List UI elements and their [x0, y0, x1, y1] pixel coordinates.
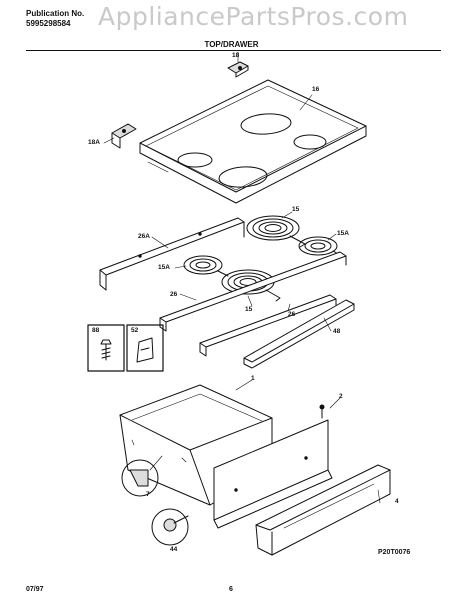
leader-lines	[103, 51, 381, 504]
front-trim-strip	[243, 299, 355, 369]
callout-26-left: 26	[170, 291, 178, 298]
burner-element-small-left	[183, 255, 229, 277]
inset-box-clip	[126, 324, 164, 372]
callout-15-rear: 15	[292, 206, 300, 213]
figure-reference: P20T0076	[378, 549, 411, 556]
callout-18a: 18A	[88, 139, 100, 146]
callout-7: 7	[146, 491, 150, 498]
callout-44: 44	[170, 546, 178, 553]
callout-1: 1	[251, 375, 255, 382]
callout-48: 48	[333, 328, 341, 335]
publication-number: 5995298584	[26, 19, 71, 28]
callout-4: 4	[395, 498, 399, 505]
callout-15-front: 15	[245, 306, 253, 313]
drawer-outer-panel	[255, 464, 391, 556]
callout-15a-left: 15A	[158, 264, 170, 271]
side-hinge-bracket	[111, 123, 137, 149]
callout-18: 18	[232, 52, 240, 59]
callout-15a-right: 15A	[337, 230, 349, 237]
callout-26-right: 26	[288, 311, 296, 318]
drawer-roller	[151, 508, 189, 546]
drawer-glide-clip	[121, 455, 163, 497]
watermark: AppliancePartsPros.com	[98, 2, 409, 31]
callout-88: 88	[92, 327, 100, 334]
callout-26a: 26A	[138, 233, 150, 240]
burner-element-large-rear	[246, 215, 306, 248]
publication-label: Publication No.	[26, 9, 85, 18]
burner-support-bar-left	[159, 251, 347, 332]
footer-date: 07/97	[26, 586, 44, 593]
header-rule	[26, 50, 441, 51]
callout-16: 16	[312, 86, 320, 93]
drawer-front-panel	[213, 404, 333, 529]
publication-header: Publication No. 5995298584	[26, 9, 84, 29]
callout-52: 52	[131, 327, 139, 334]
section-title: TOP/DRAWER	[204, 40, 259, 49]
callout-2: 2	[339, 393, 343, 400]
inset-box-screw	[87, 324, 125, 372]
footer-page-number: 6	[229, 586, 233, 593]
cooktop-top-panel	[139, 79, 367, 204]
burner-support-strip-long	[99, 217, 245, 291]
top-hinge-bracket	[227, 61, 249, 78]
